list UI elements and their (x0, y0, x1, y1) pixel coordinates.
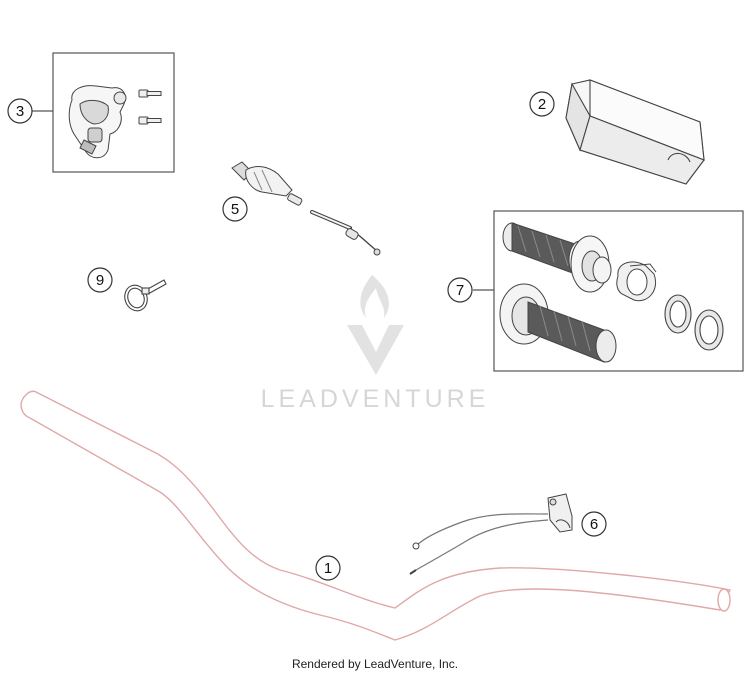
throttle-cam-icon (616, 261, 657, 302)
callout-3-label: 3 (16, 103, 24, 120)
callout-3-circle (7, 98, 33, 124)
clutch-grip-icon (499, 283, 617, 363)
callout-2-circle (529, 91, 555, 117)
callout-1-circle (315, 555, 341, 581)
part-7-box (493, 210, 744, 372)
part-1-group: 1 (20, 390, 732, 641)
clamp-ring-icon (664, 294, 724, 351)
part-5-group: 5 (222, 161, 381, 256)
part-3-group: 3 (7, 52, 175, 173)
master-cylinder-icon (68, 85, 127, 159)
throttle-grip-icon (502, 222, 612, 293)
callout-5-circle (222, 196, 248, 222)
part-2-group: 2 (529, 79, 705, 185)
callout-7-circle (447, 277, 473, 303)
bolt-icon (138, 89, 162, 125)
callout-6-label: 6 (590, 516, 598, 533)
handlebar-end-icon (717, 588, 731, 612)
kill-switch-icon (409, 493, 573, 575)
render-credit: Rendered by LeadVenture, Inc. (291, 657, 459, 671)
callout-5-label: 5 (231, 201, 239, 218)
callout-9-circle (87, 267, 113, 293)
part-7-group: 7 (447, 210, 744, 372)
part-6-group: 6 (409, 493, 607, 575)
watermark-text: LEADVENTURE (261, 385, 490, 413)
part-9-group: 9 (87, 267, 167, 312)
cable-tie-icon (124, 279, 167, 312)
watermark-logo: LEADVENTURE (261, 275, 490, 413)
callout-1-label: 1 (324, 560, 332, 577)
throttle-cable-icon (231, 161, 381, 256)
handlebar-pad-icon (565, 79, 705, 185)
callout-2-label: 2 (538, 96, 546, 113)
callout-9-label: 9 (96, 272, 104, 289)
callout-7-label: 7 (456, 282, 464, 299)
part-3-box (52, 52, 175, 173)
callout-6-circle (581, 511, 607, 537)
handlebar-icon (20, 390, 732, 641)
